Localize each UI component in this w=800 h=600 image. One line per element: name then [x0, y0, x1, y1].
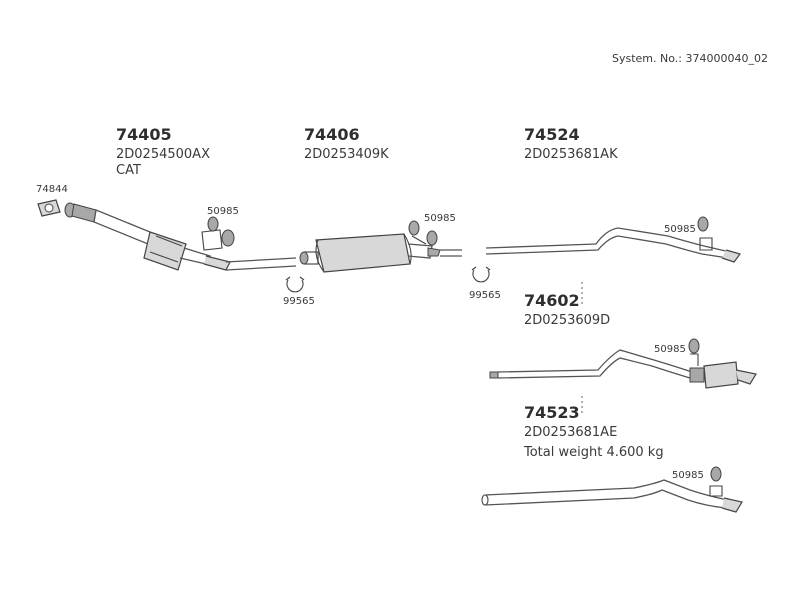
hanger-label-1: 50985 [207, 206, 239, 217]
hanger-2-icon [408, 220, 438, 246]
hanger-3-icon [697, 216, 713, 251]
hanger-label-3: 50985 [664, 224, 696, 235]
hanger-5-icon [709, 466, 723, 497]
part-74405-note: CAT [116, 163, 141, 178]
rear-pipe-74523-part [481, 479, 743, 513]
part-74406-number: 74406 [304, 125, 360, 144]
gasket-label: 74844 [36, 184, 68, 195]
gasket-flange-icon [37, 199, 61, 217]
connecting-pipe-1 [225, 257, 297, 263]
part-74524-code: 2D0253681AK [524, 147, 618, 162]
tail-pipe-74524-part [485, 227, 742, 263]
part-74406-code: 2D0253409K [304, 147, 389, 162]
part-74602-code: 2D0253609D [524, 313, 610, 328]
part-74523-weight: Total weight 4.600 kg [523, 445, 664, 460]
clamp-2-icon [471, 266, 491, 283]
hanger-4-icon [688, 338, 700, 366]
clamp-label-1: 99565 [283, 296, 315, 307]
catalytic-converter-part [64, 202, 231, 271]
part-74523-code: 2D0253681AE [524, 425, 617, 440]
muffler-part [299, 233, 441, 273]
part-74524-number: 74524 [524, 125, 580, 144]
system-number: System. No.: 374000040_02 [612, 52, 768, 65]
rear-pipe-74602-part [489, 349, 757, 389]
part-74405-number: 74405 [116, 125, 172, 144]
hanger-label-5: 50985 [672, 470, 704, 481]
clamp-1-icon [285, 276, 305, 293]
hanger-1-icon [201, 216, 235, 251]
hanger-label-2: 50985 [424, 213, 456, 224]
part-74405-code: 2D0254500AX [116, 147, 210, 162]
hanger-label-4: 50985 [654, 344, 686, 355]
part-74602-number: 74602 [524, 291, 580, 310]
part-74523-number: 74523 [524, 403, 580, 422]
clamp-label-2: 99565 [469, 290, 501, 301]
